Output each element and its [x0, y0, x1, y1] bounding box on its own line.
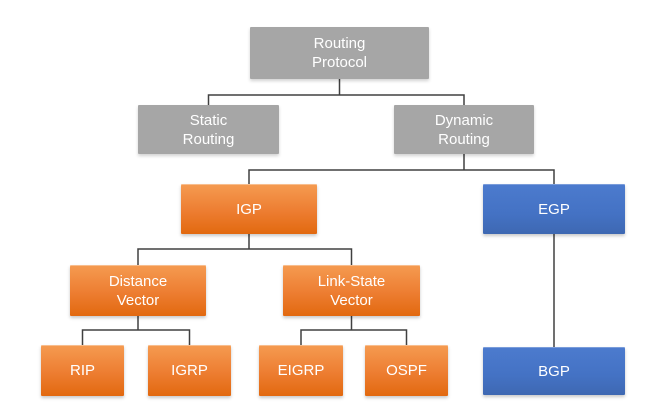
connector-igp-to-children	[137, 234, 353, 265]
node-igrp: IGRP	[148, 345, 231, 396]
node-ospf: OSPF	[365, 345, 448, 396]
connector-routing-protocol-to-children	[207, 79, 465, 105]
node-static-routing: Static Routing	[138, 105, 279, 154]
node-routing-protocol: Routing Protocol	[250, 27, 429, 79]
node-link-state-vector: Link-State Vector	[283, 265, 420, 316]
connector-distance-vector-to-children	[81, 316, 191, 345]
node-eigrp: EIGRP	[259, 345, 343, 396]
connector-dynamic-routing-to-children	[248, 154, 555, 184]
node-bgp: BGP	[483, 347, 625, 395]
connector-link-state-vector-to-children	[300, 316, 408, 345]
node-rip: RIP	[41, 345, 124, 396]
node-igp: IGP	[181, 184, 317, 234]
node-distance-vector: Distance Vector	[70, 265, 206, 316]
node-egp: EGP	[483, 184, 625, 234]
node-dynamic-routing: Dynamic Routing	[394, 105, 534, 154]
